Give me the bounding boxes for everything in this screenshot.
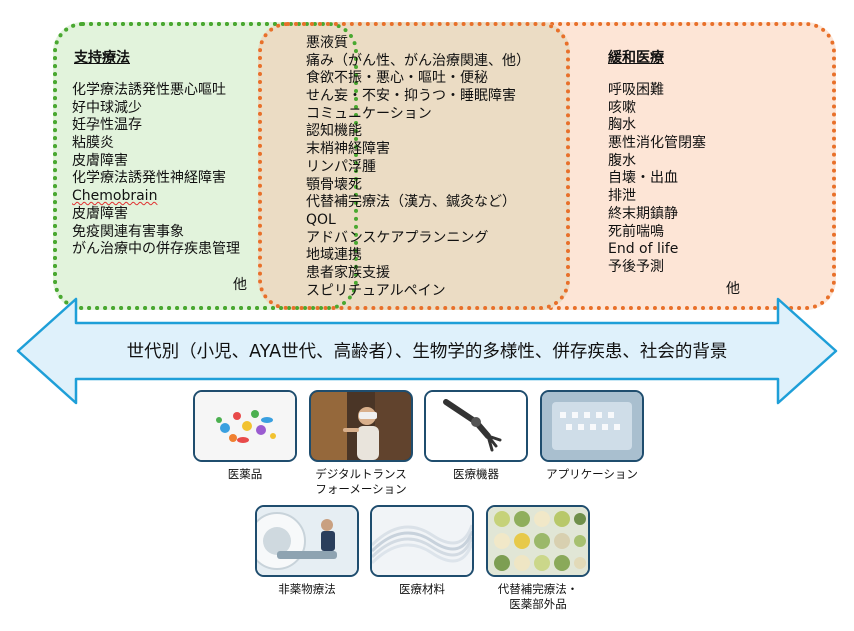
list-item: リンパ浮腫 — [306, 158, 376, 175]
list-item: 認知機能 — [306, 123, 362, 140]
modality-label-line: 医薬部外品 — [509, 597, 567, 611]
list-item: コミュニケーション — [306, 105, 432, 122]
list-item: 食欲不振・悪心・嘔吐・便秘 — [306, 70, 488, 87]
list-item: アドバンスケアプランニング — [306, 229, 489, 246]
palliative-care-outline — [258, 22, 570, 310]
supportive-care-title: 支持療法 — [74, 50, 130, 66]
list-item: 自壊・出血 — [608, 170, 678, 187]
list-item: QOL — [306, 211, 336, 228]
modality-label-line: 代替補完療法・ — [497, 582, 579, 596]
double-arrow-icon — [16, 297, 838, 405]
list-item: 悪液質 — [306, 35, 348, 51]
list-item: 化学療法誘発性悪心嘔吐 — [72, 82, 226, 98]
list-item: 化学療法誘発性神経障害 — [72, 170, 226, 187]
list-item: 患者家族支援 — [306, 264, 390, 281]
population-factors-label: 世代別（小児、AYA世代、高齢者）、生物学的多様性、併存疾患、社会的背景 — [126, 342, 728, 362]
list-item: Chemobrain — [72, 188, 158, 205]
list-item: 痛み（がん性、がん治療関連、他） — [306, 52, 530, 69]
list-item: スピリチュアルペイン — [306, 282, 446, 299]
list-item: 妊孕性温存 — [72, 117, 142, 134]
list-item: 末梢神経障害 — [306, 141, 390, 158]
modality-label: 医療機器 — [453, 467, 499, 481]
overlap-region — [258, 22, 570, 310]
list-item: 免疫関連有害事象 — [72, 223, 184, 240]
modality-label: 非薬物療法 — [278, 582, 336, 596]
robotic-arm-image — [424, 390, 528, 462]
list-item: せん妄・不安・抑うつ・睡眠障害 — [306, 88, 516, 105]
list-item: 排泄 — [608, 188, 636, 205]
list-item: 予後予測 — [608, 258, 664, 275]
list-item: 悪性消化管閉塞 — [608, 135, 706, 152]
overlap-list: 悪液質 痛み（がん性、がん治療関連、他） 食欲不振・悪心・嘔吐・便秘 せん妄・不… — [306, 35, 530, 300]
list-item: 粘膜炎 — [72, 135, 114, 152]
supportive-care-other: 他 — [233, 277, 247, 293]
list-item: 顎骨壊死 — [306, 176, 362, 193]
list-item: 皮膚障害 — [72, 205, 128, 222]
palliative-care-other: 他 — [726, 281, 740, 297]
list-item: 好中球減少 — [72, 99, 142, 116]
modality-label: 代替補完療法・ 医薬部外品 — [463, 582, 613, 612]
palliative-care-list: 呼吸困難 咳嗽 胸水 悪性消化管閉塞 腹水 自壊・出血 排泄 終末期鎮静 死前喘… — [608, 82, 706, 277]
pills-image — [193, 390, 297, 462]
supportive-care-outline — [53, 22, 358, 310]
vr-headset-image — [309, 390, 413, 462]
list-item: 腹水 — [608, 152, 636, 169]
modality-label: デジタルトランス フォーメーション — [286, 467, 436, 497]
modality-label: 医薬品 — [227, 467, 263, 481]
list-item: 胸水 — [608, 117, 636, 134]
list-item: End of life — [608, 241, 679, 258]
list-item: 咳嗽 — [608, 99, 636, 116]
herbs-grid-image — [486, 505, 590, 577]
list-item: 代替補完療法（漢方、鍼灸など） — [306, 194, 516, 211]
app-screen-image — [540, 390, 644, 462]
supportive-care-list: 化学療法誘発性悪心嘔吐 好中球減少 妊孕性温存 粘膜炎 皮膚障害 化学療法誘発性… — [72, 82, 240, 259]
list-item: 皮膚障害 — [72, 152, 128, 169]
list-item: がん治療中の併存疾患管理 — [72, 241, 240, 258]
list-item: 地域連携 — [306, 247, 362, 264]
modality-label-line: フォーメーション — [315, 482, 407, 496]
material-waves-image — [370, 505, 474, 577]
palliative-care-title: 緩和医療 — [608, 50, 664, 66]
modality-label: 医療材料 — [399, 582, 445, 596]
modality-label-line: デジタルトランス — [315, 467, 407, 481]
list-item: 終末期鎮静 — [608, 205, 678, 222]
list-item: 呼吸困難 — [608, 82, 664, 98]
list-item: 死前喘鳴 — [608, 223, 664, 240]
modality-label: アプリケーション — [546, 467, 638, 481]
mri-scanner-image — [255, 505, 359, 577]
